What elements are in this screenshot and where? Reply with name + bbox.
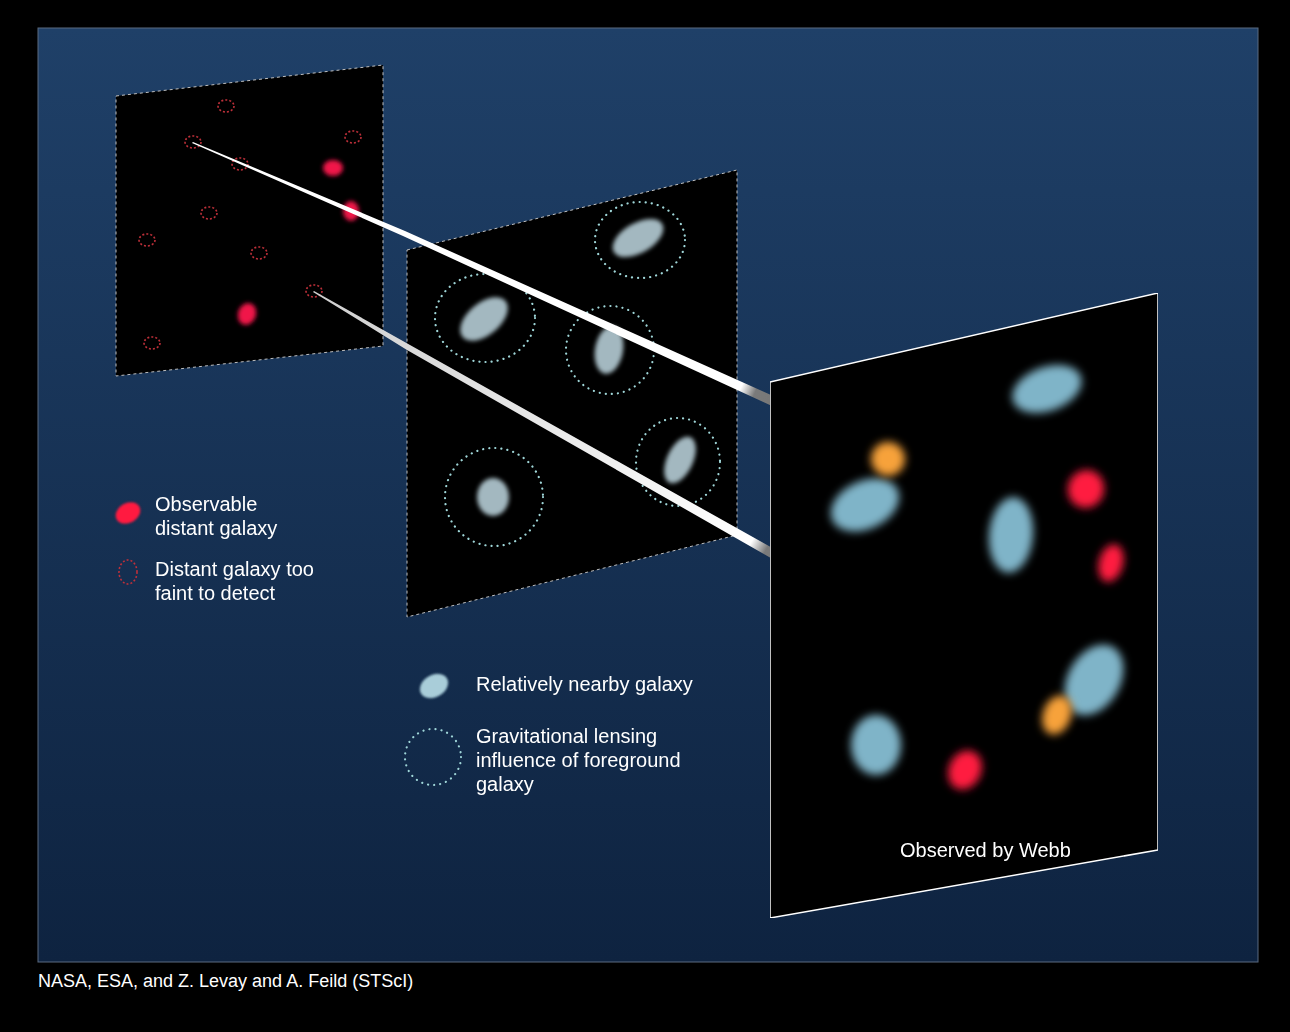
legend-text: Gravitational lensing influence of foreg… [476,724,711,796]
plane-caption: Observed by Webb [900,838,1071,862]
foreground-plane [407,170,737,617]
credit-line: NASA, ESA, and Z. Levay and A. Feild (ST… [38,969,413,993]
plane-outline [770,293,1158,918]
frame [38,28,1258,962]
legend-text: Observable distant galaxy [155,492,315,540]
distant-plane [116,65,383,376]
observation-plane: Observed by Webb [770,293,1158,918]
legend-sample [405,729,461,785]
legend-text: Distant galaxy too faint to detect [155,557,345,605]
legend-text: Relatively nearby galaxy [476,672,746,696]
legend-sample [119,560,137,584]
